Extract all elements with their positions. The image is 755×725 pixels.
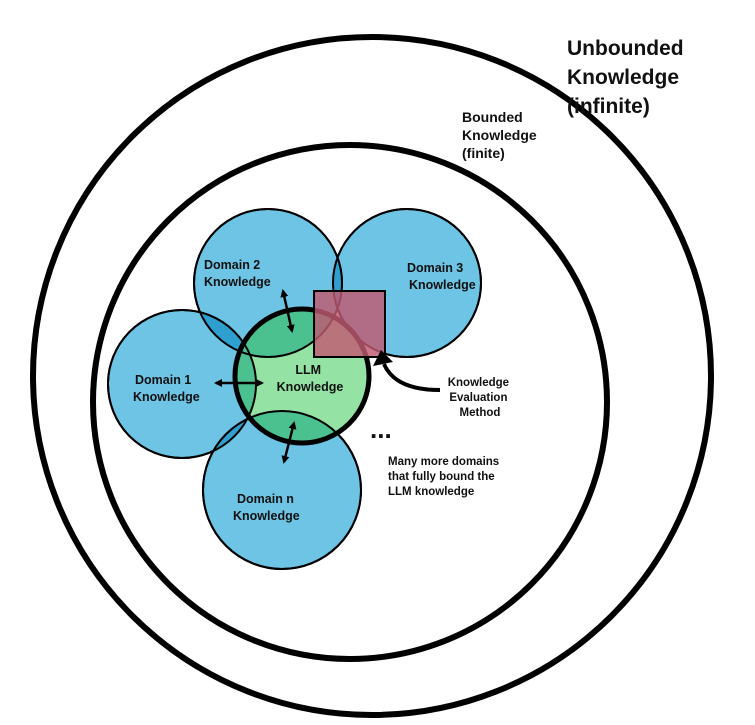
bounded-label: Bounded Knowledge (finite)	[462, 109, 541, 161]
llm-knowledge-outline	[232, 306, 372, 446]
domain-3-label: Domain 3 Knowledge	[407, 261, 476, 292]
arrow-llm-domain2	[280, 289, 295, 333]
domain-1-label: Domain 1 Knowledge	[133, 373, 200, 404]
evaluation-square	[313, 290, 386, 358]
unbounded-label: Unbounded Knowledge (infinite)	[567, 37, 689, 118]
domain-3-outline	[332, 208, 482, 358]
evaluation-pointer-arrow	[382, 363, 441, 392]
domain-2-outline	[193, 208, 343, 358]
domain-2-label: Domain 2 Knowledge	[204, 258, 271, 289]
evaluation-pointer-arrowhead	[373, 350, 393, 366]
domain-n-outline	[202, 410, 362, 570]
unbounded-knowledge-circle	[30, 34, 714, 718]
arrow-llm-domainn	[281, 421, 297, 464]
overlap-llm-domain2	[235, 309, 342, 357]
llm-label: LLM Knowledge	[277, 363, 344, 394]
evaluation-label: Knowledge Evaluation Method	[448, 377, 513, 419]
more-domains-label: Many more domains that fully bound the L…	[388, 456, 502, 498]
bounded-knowledge-circle	[90, 142, 610, 662]
ellipsis-label: ...	[370, 414, 392, 444]
domain-n-label: Domain n Knowledge	[233, 492, 300, 523]
